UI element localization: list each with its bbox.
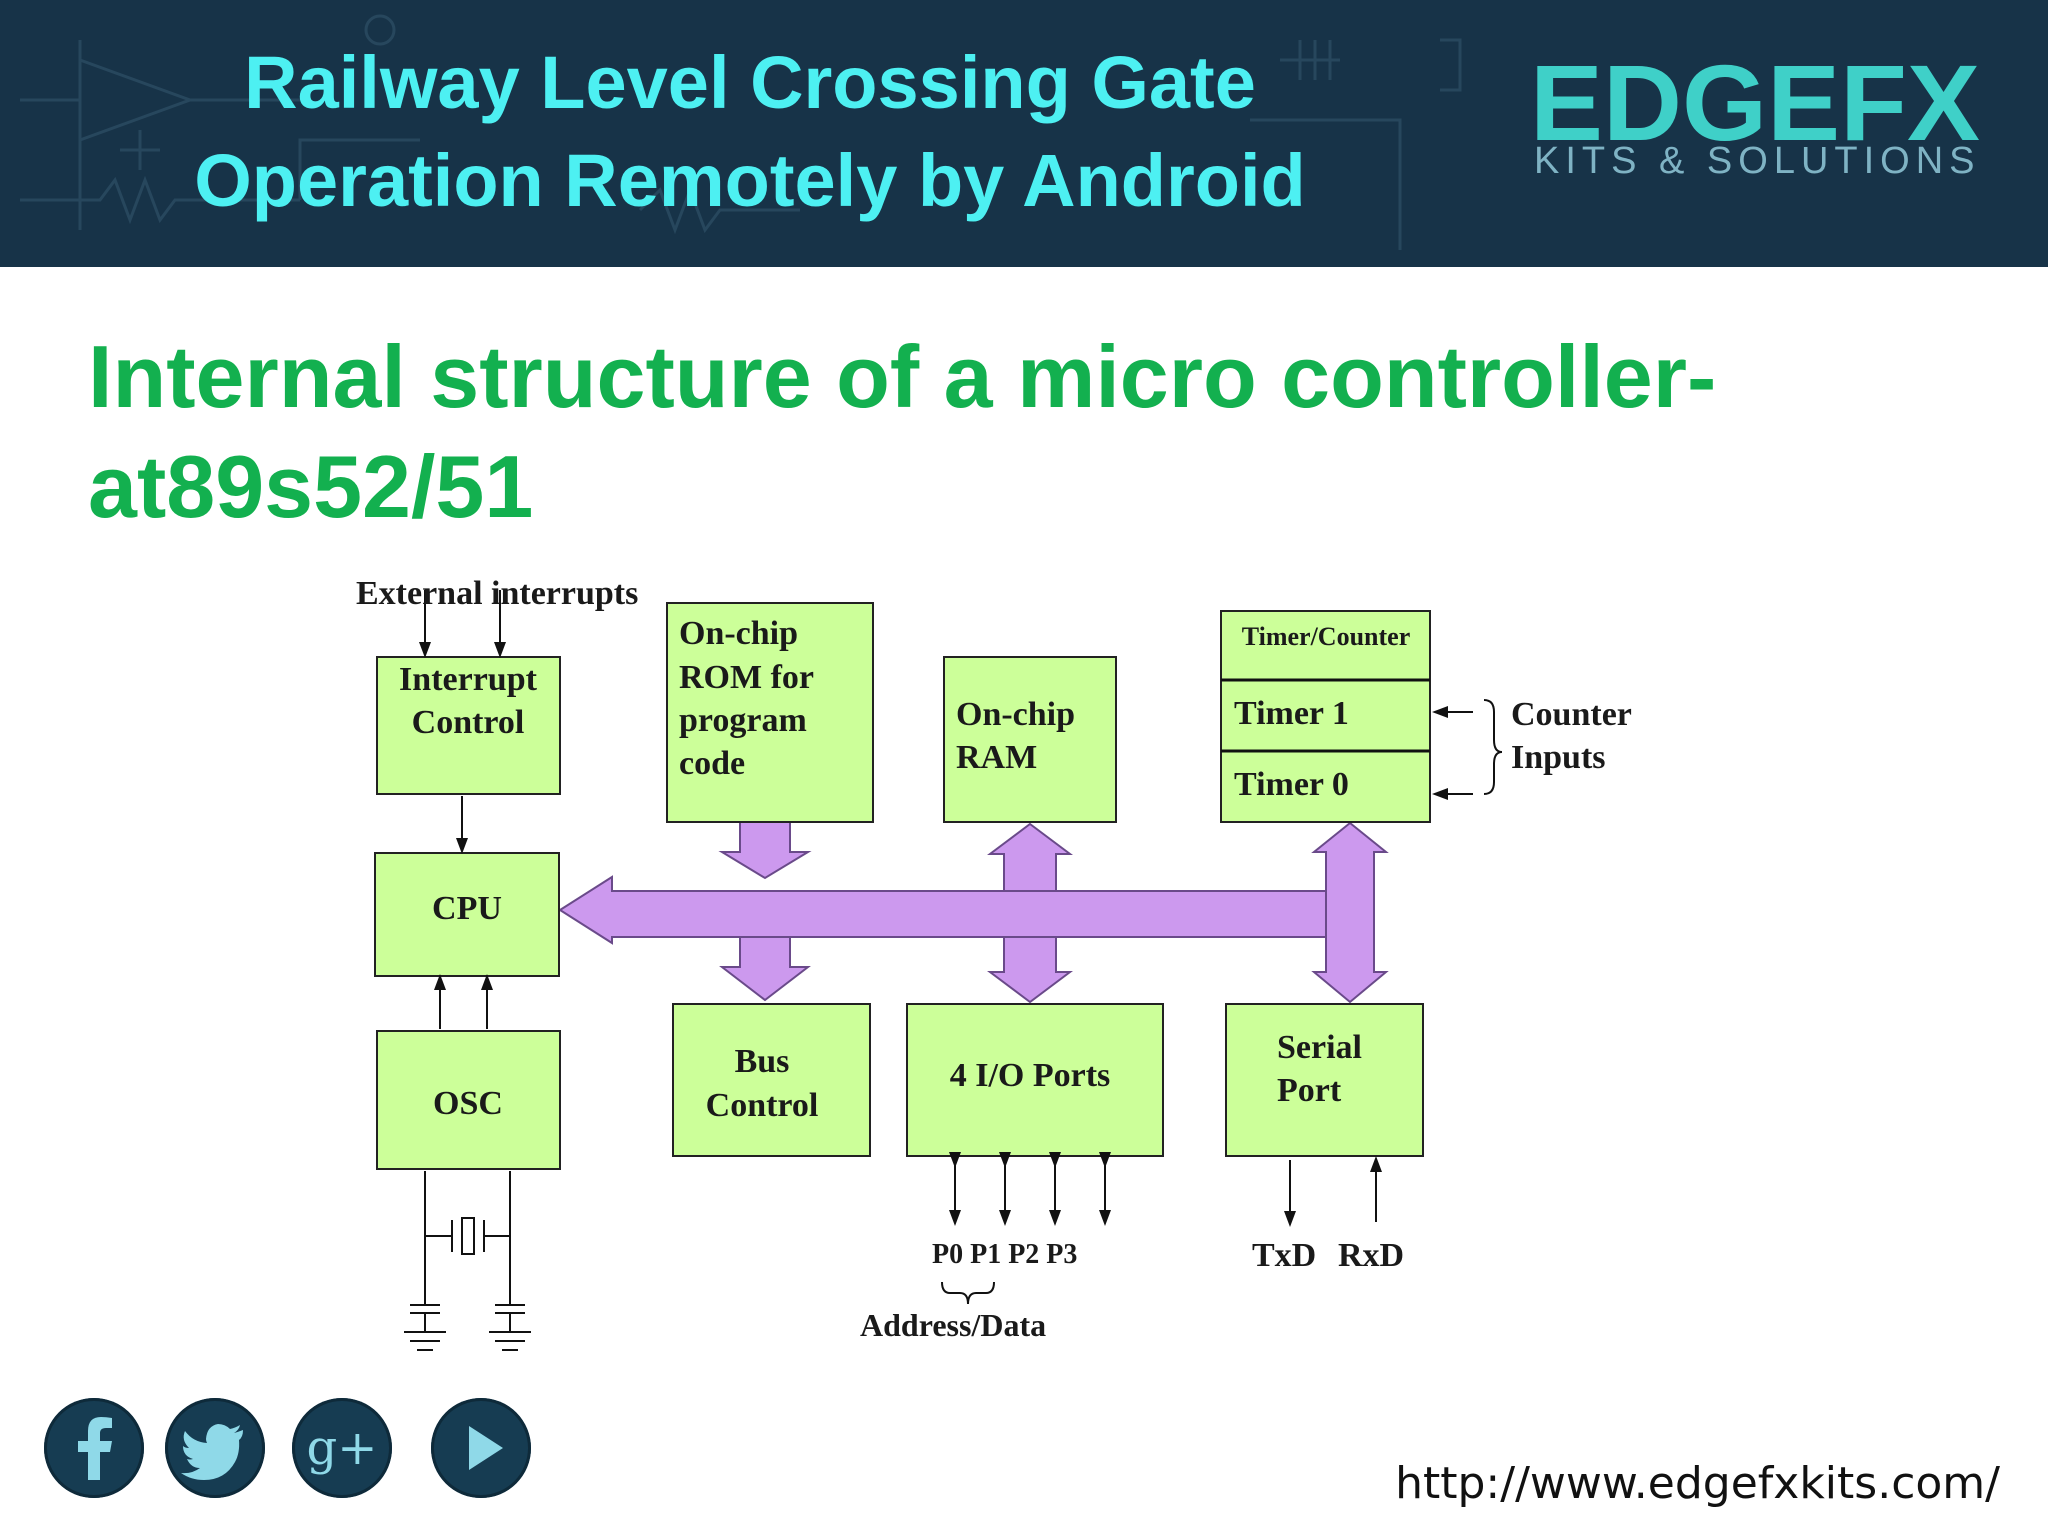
ram-block (943, 656, 1117, 823)
cpu-block (374, 852, 560, 977)
presentation-title-line1: Railway Level Crossing Gate (244, 41, 1256, 124)
brand-name: EDGEFX (1530, 48, 1980, 163)
bus-arrow-to-cpu (558, 875, 1361, 945)
interrupt-control-label-2: Control (412, 704, 525, 741)
serial-port-block (1225, 1003, 1424, 1157)
address-data-brace (941, 1281, 995, 1305)
bus-control-block (672, 1003, 871, 1157)
google-plus-icon: g+ (307, 1420, 378, 1476)
timer1-label: Timer 1 (1234, 695, 1349, 732)
data-bus (558, 821, 1389, 1004)
edgefx-logo: EDGEFX (1530, 48, 1980, 163)
external-interrupts-label: External interrupts (356, 575, 638, 612)
slide-title: Internal structure of a micro controller… (88, 322, 1988, 542)
io-ports-label: 4 I/O Ports (950, 1057, 1111, 1094)
osc-block (376, 1030, 561, 1170)
facebook-button[interactable] (44, 1398, 144, 1498)
slide-title-line1: Internal structure of a micro controller… (88, 327, 1717, 426)
txd-label: TxD (1252, 1237, 1316, 1274)
brand-tagline: KITS & SOLUTIONS (1534, 140, 1981, 182)
counter-inputs-label-1: Counter (1511, 696, 1632, 733)
ports-label: P0 P1 P2 P3 (932, 1239, 1077, 1270)
rom-label-3: program (679, 702, 807, 739)
counter-inputs-brace (1483, 699, 1503, 795)
timer0-label: Timer 0 (1234, 766, 1349, 803)
serial-port-label-2: Port (1277, 1072, 1342, 1109)
counter-inputs-label-2: Inputs (1511, 739, 1606, 776)
bus-io-arrow-down (987, 936, 1073, 1004)
circuit-background-pattern (20, 14, 1462, 250)
rom-block (666, 602, 874, 823)
interrupt-control-label-1: Interrupt (399, 661, 538, 698)
io-ports-block (906, 1003, 1164, 1157)
twitter-icon (181, 1424, 243, 1480)
bus-control-label-1: Bus (735, 1043, 790, 1080)
presentation-title-line2: Operation Remotely by Android (194, 139, 1306, 222)
rom-label-2: ROM for (679, 659, 814, 696)
twitter-button[interactable] (165, 1398, 265, 1498)
rom-to-bus-arrow (718, 821, 812, 880)
rom-label-1: On-chip (679, 615, 798, 652)
ram-bus-arrow-up (987, 822, 1073, 892)
presentation-title: Railway Level Crossing Gate Operation Re… (150, 34, 1350, 230)
bus-control-label-2: Control (706, 1087, 819, 1124)
address-data-label: Address/Data (860, 1307, 1046, 1343)
youtube-button[interactable] (431, 1398, 531, 1498)
crystal-oscillator-circuit (404, 1171, 531, 1351)
header-banner: Railway Level Crossing Gate Operation Re… (0, 0, 2048, 267)
footer-website-link[interactable]: http://www.edgefxkits.com/ (1395, 1458, 2000, 1509)
bus-to-bus-control-arrow (719, 936, 811, 1002)
timer-serial-bus-arrow (1311, 821, 1389, 1004)
google-plus-glyph: g+ (307, 1420, 378, 1476)
google-plus-button[interactable]: g+ (292, 1398, 392, 1498)
slide-title-line2: at89s52/51 (88, 437, 534, 536)
facebook-icon (78, 1417, 112, 1480)
ram-label-1: On-chip (956, 696, 1075, 733)
serial-port-label-1: Serial (1277, 1029, 1362, 1066)
ram-label-2: RAM (956, 739, 1037, 776)
youtube-play-icon (469, 1426, 503, 1470)
rom-label-4: code (679, 745, 745, 782)
rxd-label: RxD (1338, 1237, 1404, 1274)
cpu-label: CPU (432, 890, 502, 927)
interrupt-control-block (376, 656, 561, 795)
timer-counter-block (1220, 610, 1431, 823)
osc-label: OSC (433, 1085, 503, 1122)
timer-counter-label: Timer/Counter (1242, 622, 1411, 651)
